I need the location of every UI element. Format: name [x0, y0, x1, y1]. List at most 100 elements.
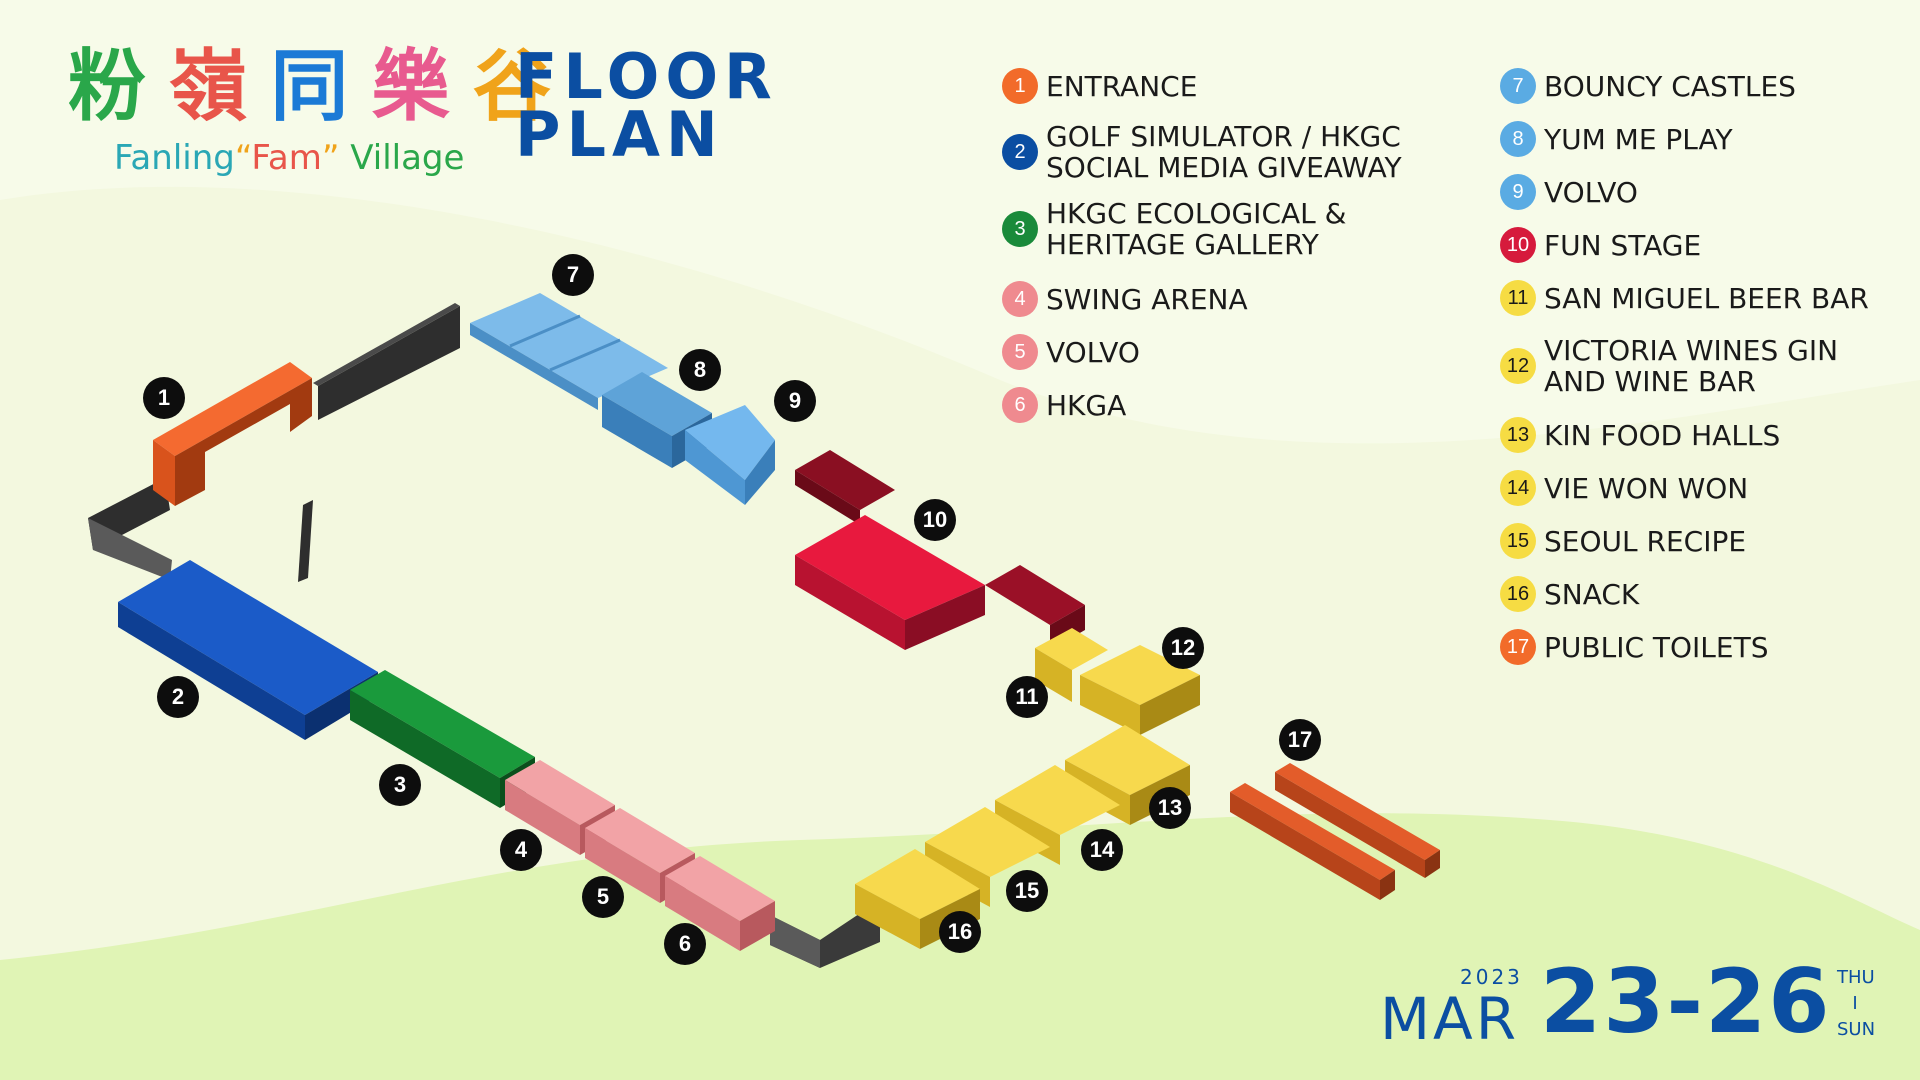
wall-top	[313, 303, 460, 420]
legend-label: YUM ME PLAY	[1544, 122, 1733, 156]
legend-badge: 1	[1002, 68, 1038, 104]
event-date: 2023 MAR 23-26 THU I SUN	[1380, 950, 1890, 1065]
legend-badge: 4	[1002, 281, 1038, 317]
legend-item-16: 16 SNACK	[1500, 576, 1639, 612]
map-marker-11[interactable]: 11	[1006, 676, 1048, 718]
legend-item-9: 9 VOLVO	[1500, 174, 1638, 210]
map-marker-7[interactable]: 7	[552, 254, 594, 296]
legend-badge: 12	[1500, 348, 1536, 384]
booth-entrance[interactable]	[153, 362, 312, 506]
title-line-1: FLOOR	[515, 40, 778, 113]
legend-item-15: 15 SEOUL RECIPE	[1500, 523, 1746, 559]
legend-label: HKGA	[1046, 388, 1127, 422]
legend-label: SEOUL RECIPE	[1544, 524, 1747, 558]
booth-bouncy-castles[interactable]	[470, 293, 668, 410]
logo-quote-close: ”	[321, 138, 340, 178]
legend-label: FUN STAGE	[1544, 228, 1702, 262]
map-marker-8[interactable]: 8	[679, 349, 721, 391]
booth-volvo-north[interactable]	[685, 405, 775, 505]
logo-word: Fam	[251, 138, 322, 178]
logo-char: 樂	[371, 42, 450, 132]
legend-badge: 15	[1500, 523, 1536, 559]
logo-chinese: 粉 嶺 同 樂 谷	[68, 42, 551, 132]
title-line-2: PLAN	[515, 98, 724, 171]
legend-badge: 3	[1002, 211, 1038, 247]
legend-label: HKGC ECOLOGICAL &HERITAGE GALLERY	[1046, 197, 1347, 261]
day-start: THU	[1837, 967, 1875, 988]
map-marker-13[interactable]: 13	[1149, 787, 1191, 829]
legend-label: SWING ARENA	[1046, 282, 1248, 316]
legend-badge: 8	[1500, 121, 1536, 157]
logo-word: Fanling	[114, 138, 235, 178]
map-marker-17[interactable]: 17	[1279, 719, 1321, 761]
legend-label: VIE WON WON	[1544, 471, 1749, 505]
date-days: THU I SUN	[1837, 965, 1876, 1043]
map-marker-5[interactable]: 5	[582, 876, 624, 918]
legend-item-3: 3 HKGC ECOLOGICAL &HERITAGE GALLERY	[1002, 198, 1346, 260]
legend-item-13: 13 KIN FOOD HALLS	[1500, 417, 1780, 453]
map-marker-15[interactable]: 15	[1006, 870, 1048, 912]
legend-badge: 14	[1500, 470, 1536, 506]
logo-char: 谷	[472, 42, 551, 132]
map-marker-16[interactable]: 16	[939, 911, 981, 953]
legend-badge: 16	[1500, 576, 1536, 612]
legend-label: BOUNCY CASTLES	[1544, 69, 1796, 103]
map-marker-6[interactable]: 6	[664, 923, 706, 965]
legend-label: VOLVO	[1544, 175, 1638, 209]
legend-label: VOLVO	[1046, 335, 1140, 369]
wall-left	[88, 478, 172, 580]
booth-golf-simulator[interactable]	[118, 560, 378, 740]
booth-hkga[interactable]	[665, 856, 775, 951]
legend-badge: 10	[1500, 227, 1536, 263]
map-marker-12[interactable]: 12	[1162, 627, 1204, 669]
legend-label: PUBLIC TOILETS	[1544, 630, 1769, 664]
day-end: SUN	[1837, 1019, 1876, 1040]
booth-fun-stage-connector[interactable]	[795, 450, 895, 525]
day-separator: I	[1852, 993, 1858, 1014]
legend-badge: 2	[1002, 134, 1038, 170]
wall-pillar	[298, 500, 313, 582]
logo-word: Village	[339, 138, 465, 178]
legend-item-8: 8 YUM ME PLAY	[1500, 121, 1733, 157]
date-range: 23-26	[1540, 950, 1832, 1053]
map-marker-1[interactable]: 1	[143, 377, 185, 419]
booth-fun-stage[interactable]	[795, 515, 985, 650]
logo-char: 同	[270, 42, 348, 132]
legend-label: KIN FOOD HALLS	[1544, 418, 1781, 452]
legend-item-7: 7 BOUNCY CASTLES	[1500, 68, 1796, 104]
booth-public-toilets[interactable]	[1230, 763, 1440, 900]
map-marker-4[interactable]: 4	[500, 829, 542, 871]
map-marker-10[interactable]: 10	[914, 499, 956, 541]
logo-char: 嶺	[169, 42, 247, 132]
map-marker-3[interactable]: 3	[379, 764, 421, 806]
legend-badge: 17	[1500, 629, 1536, 665]
legend-item-11: 11 SAN MIGUEL BEER BAR	[1500, 280, 1869, 316]
date-year: 2023	[1460, 965, 1523, 989]
legend-item-4: 4 SWING ARENA	[1002, 281, 1248, 317]
hill-top	[0, 0, 1920, 444]
wall-bottom	[770, 900, 880, 968]
booth-san-miguel[interactable]	[1035, 628, 1108, 702]
logo-quote-open: “	[234, 138, 252, 178]
legend-badge: 7	[1500, 68, 1536, 104]
legend-badge: 11	[1500, 280, 1536, 316]
legend-item-10: 10 FUN STAGE	[1500, 227, 1701, 263]
page-title: FLOOR PLAN	[515, 40, 778, 171]
map-marker-9[interactable]: 9	[774, 380, 816, 422]
legend-badge: 5	[1002, 334, 1038, 370]
map-marker-2[interactable]: 2	[157, 676, 199, 718]
map-marker-14[interactable]: 14	[1081, 829, 1123, 871]
legend-badge: 6	[1002, 387, 1038, 423]
legend-badge: 9	[1500, 174, 1536, 210]
legend-item-6: 6 HKGA	[1002, 387, 1126, 423]
legend-item-5: 5 VOLVO	[1002, 334, 1140, 370]
legend-label: SAN MIGUEL BEER BAR	[1544, 281, 1869, 315]
logo-char: 粉	[68, 42, 146, 132]
legend-label: SNACK	[1544, 577, 1640, 611]
legend-item-1: 1 ENTRANCE	[1002, 68, 1197, 104]
legend-badge: 13	[1500, 417, 1536, 453]
